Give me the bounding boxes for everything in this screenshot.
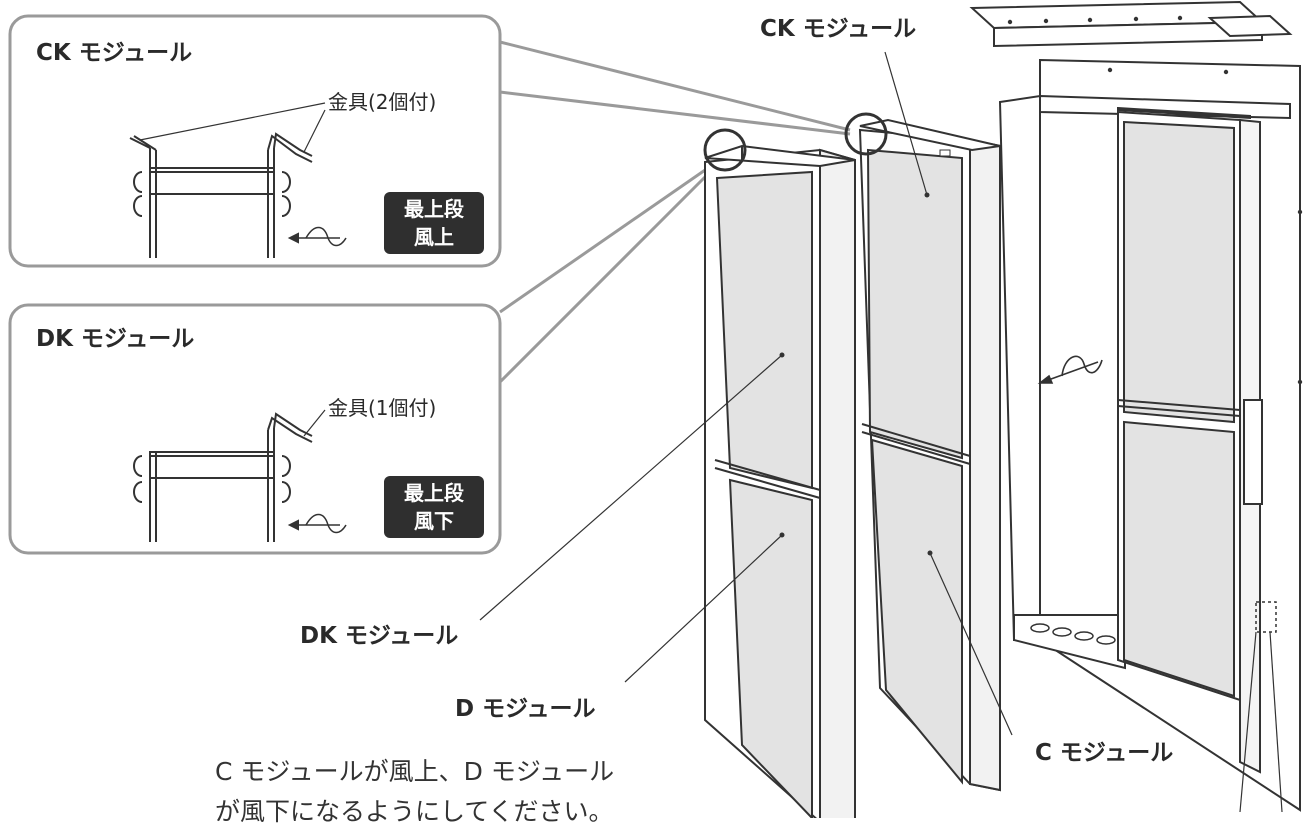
ck-callout-box (8, 14, 502, 268)
d-module-label: D モジュール (455, 696, 596, 722)
dk-callout-title: DK モジュール (36, 326, 195, 352)
floor-slots (1030, 623, 1116, 645)
ck-detail-circle (844, 112, 888, 156)
leader-dots (779, 192, 933, 556)
orientation-note: C モジュールが風上、D モジュール が風下になるようにしてください。 (215, 752, 614, 832)
dk-callout-box (8, 303, 502, 555)
orientation-note-line2: が風下になるようにしてください。 (215, 797, 614, 826)
ck-badge-line2: 風上 (414, 225, 454, 249)
ck-fitting-label: 金具(2個付) (328, 90, 437, 114)
ck-badge-line1: 最上段 (404, 197, 464, 221)
ck-callout-title: CK モジュール (36, 40, 193, 66)
orientation-note-line1: C モジュールが風上、D モジュール (215, 757, 615, 786)
dk-bracket-detail (133, 409, 347, 542)
c-module-label: C モジュール (1035, 740, 1174, 766)
callout-connectors (498, 40, 851, 384)
cover-bolts (1007, 15, 1303, 385)
ck-bracket-detail (129, 102, 347, 258)
dk-module-label: DK モジュール (300, 623, 459, 649)
ck-position-badge: 最上段 風上 (384, 192, 484, 254)
dk-fitting-label: 金具(1個付) (328, 396, 437, 420)
ck-module-label: CK モジュール (760, 16, 917, 42)
dk-badge-line1: 最上段 (404, 481, 464, 505)
installed-module (1117, 106, 1251, 702)
airflow-symbol (1037, 355, 1103, 384)
dk-position-badge: 最上段 風下 (384, 476, 484, 538)
dk-badge-line2: 風下 (414, 509, 454, 533)
dk-detail-circle (703, 128, 747, 172)
middle-module (858, 118, 1001, 792)
leader-lines (479, 51, 1283, 813)
front-module (704, 144, 856, 818)
